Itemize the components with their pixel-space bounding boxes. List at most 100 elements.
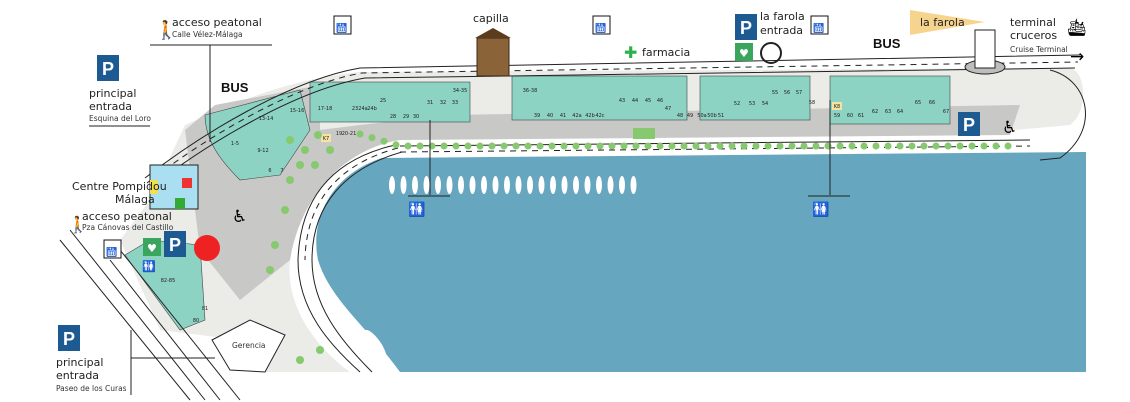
tree <box>968 142 976 150</box>
shop-unit-32[interactable]: 32 <box>440 100 446 106</box>
shop-unit-42a[interactable]: 42a <box>572 113 581 119</box>
centre-pompidou[interactable]: Centre Pompidou Málaga <box>72 164 199 210</box>
boat <box>584 176 591 194</box>
shop-unit-82-85[interactable]: 82-85 <box>161 278 176 284</box>
shop-unit-23[interactable]: 23 <box>352 106 358 112</box>
farmacia[interactable]: ✚ farmacia <box>624 43 690 62</box>
shop-unit-41[interactable]: 41 <box>560 113 566 119</box>
shop-unit-67[interactable]: 67 <box>943 109 949 115</box>
shop-unit-34-35[interactable]: 34-35 <box>453 88 468 94</box>
boat <box>607 176 614 194</box>
shop-unit-20-21[interactable]: 20-21 <box>342 131 357 137</box>
svg-text:acceso peatonal: acceso peatonal <box>82 210 172 223</box>
shop-unit-56[interactable]: 56 <box>784 90 790 96</box>
kiosk-K7[interactable]: K7 <box>321 134 331 142</box>
svg-text:P: P <box>169 235 181 255</box>
shop-unit-63[interactable]: 63 <box>885 109 891 115</box>
boat <box>527 176 533 194</box>
capilla-church[interactable]: capilla <box>473 12 511 77</box>
shop-unit-50a[interactable]: 50a <box>697 113 706 119</box>
shop-unit-6[interactable]: 6 <box>268 168 271 174</box>
shop-unit-65[interactable]: 65 <box>915 100 921 106</box>
shop-unit-39[interactable]: 39 <box>534 113 540 119</box>
access-canovas-del-castillo[interactable]: 🚶 acceso peatonal Pza Cánovas del Castil… <box>68 210 174 234</box>
kiosk-K8[interactable]: K8 <box>832 102 842 110</box>
shop-unit-55[interactable]: 55 <box>772 90 778 96</box>
shop-unit-60[interactable]: 60 <box>847 113 853 119</box>
shop-unit-29[interactable]: 29 <box>403 114 409 120</box>
tree <box>286 136 294 144</box>
parking-paseo-de-los-curas[interactable]: P principal entrada Paseo de los Curas <box>56 325 215 395</box>
shop-unit-28[interactable]: 28 <box>390 114 396 120</box>
lighthouse-icon <box>974 29 996 69</box>
shop-unit-25[interactable]: 25 <box>380 98 386 104</box>
shop-unit-19[interactable]: 19 <box>336 131 342 137</box>
pedestrian-icon: 🚶 <box>155 19 177 41</box>
shop-unit-42b[interactable]: 42b <box>585 113 595 119</box>
svg-text:🛗: 🛗 <box>336 22 347 34</box>
boat <box>446 176 453 194</box>
shop-unit-43[interactable]: 43 <box>619 98 625 104</box>
tree <box>596 142 604 150</box>
la-farola-lighthouse[interactable]: la farola <box>910 10 1006 75</box>
shop-unit-24a[interactable]: 24a <box>358 106 367 112</box>
shop-unit-64[interactable]: 64 <box>897 109 903 115</box>
shop-unit-47[interactable]: 47 <box>665 106 671 112</box>
shop-unit-24b[interactable]: 24b <box>367 106 377 112</box>
shop-unit-62[interactable]: 62 <box>872 109 878 115</box>
shop-unit-30[interactable]: 30 <box>413 114 419 120</box>
tree <box>920 142 928 150</box>
cruise-terminal[interactable]: terminal cruceros Cruise Terminal 🛳 → <box>1010 16 1088 67</box>
shop-unit-9-12[interactable]: 9-12 <box>257 148 268 154</box>
shop-unit-52[interactable]: 52 <box>734 101 740 107</box>
shop-unit-33[interactable]: 33 <box>452 100 458 106</box>
shop-unit-36-38[interactable]: 36-38 <box>523 88 538 94</box>
svg-text:capilla: capilla <box>473 12 509 25</box>
shop-unit-7[interactable]: 7 <box>280 168 283 174</box>
shop-unit-48[interactable]: 48 <box>677 113 683 119</box>
shop-unit-58[interactable]: 58 <box>809 100 815 106</box>
shop-unit-45[interactable]: 45 <box>645 98 651 104</box>
tree <box>728 142 736 150</box>
svg-text:🛗: 🛗 <box>595 22 606 34</box>
shop-unit-80[interactable]: 80 <box>193 318 199 324</box>
boat <box>619 176 625 194</box>
svg-text:Esquina del Loro: Esquina del Loro <box>89 114 151 123</box>
shop-unit-17-18[interactable]: 17-18 <box>318 106 333 112</box>
gerencia-office[interactable]: Gerencia <box>211 319 286 373</box>
svg-text:🛗: 🛗 <box>106 246 117 258</box>
shop-unit-51[interactable]: 51 <box>718 113 724 119</box>
parking-la-farola[interactable]: P ♥ la farola entrada <box>735 10 805 64</box>
tree <box>326 146 334 154</box>
shop-unit-57[interactable]: 57 <box>796 90 802 96</box>
parking-east[interactable]: P ♿ <box>958 112 1017 138</box>
shop-unit-61[interactable]: 61 <box>858 113 864 119</box>
boat <box>458 176 464 194</box>
tree <box>524 142 532 150</box>
shop-unit-1-5[interactable]: 1-5 <box>231 141 239 147</box>
shop-unit-44[interactable]: 44 <box>632 98 638 104</box>
tree <box>932 142 940 150</box>
shop-unit-54[interactable]: 54 <box>762 101 768 107</box>
tree <box>620 142 628 150</box>
shop-unit-40[interactable]: 40 <box>547 113 553 119</box>
shop-unit-42c[interactable]: 42c <box>595 113 604 119</box>
access-velez-malaga[interactable]: 🚶 acceso peatonal Calle Vélez-Málaga <box>150 16 272 142</box>
shop-unit-53[interactable]: 53 <box>749 101 755 107</box>
shop-unit-31[interactable]: 31 <box>427 100 433 106</box>
tree <box>392 141 400 149</box>
shop-unit-15-16[interactable]: 15-16 <box>290 108 305 114</box>
shop-unit-46[interactable]: 46 <box>657 98 663 104</box>
tree <box>296 161 304 169</box>
parking-esquina-del-loro[interactable]: P principal entrada Esquina del Loro <box>89 55 151 127</box>
shop-unit-49[interactable]: 49 <box>687 113 693 119</box>
shop-unit-81[interactable]: 81 <box>202 306 208 312</box>
shop-unit-66[interactable]: 66 <box>929 100 935 106</box>
svg-text:K8: K8 <box>834 104 840 110</box>
shop-unit-50b[interactable]: 50b <box>707 113 717 119</box>
shop-unit-13-14[interactable]: 13-14 <box>259 116 274 122</box>
shop-unit-59[interactable]: 59 <box>834 113 840 119</box>
svg-text:Gerencia: Gerencia <box>232 341 266 350</box>
tree <box>896 142 904 150</box>
tree <box>266 266 274 274</box>
